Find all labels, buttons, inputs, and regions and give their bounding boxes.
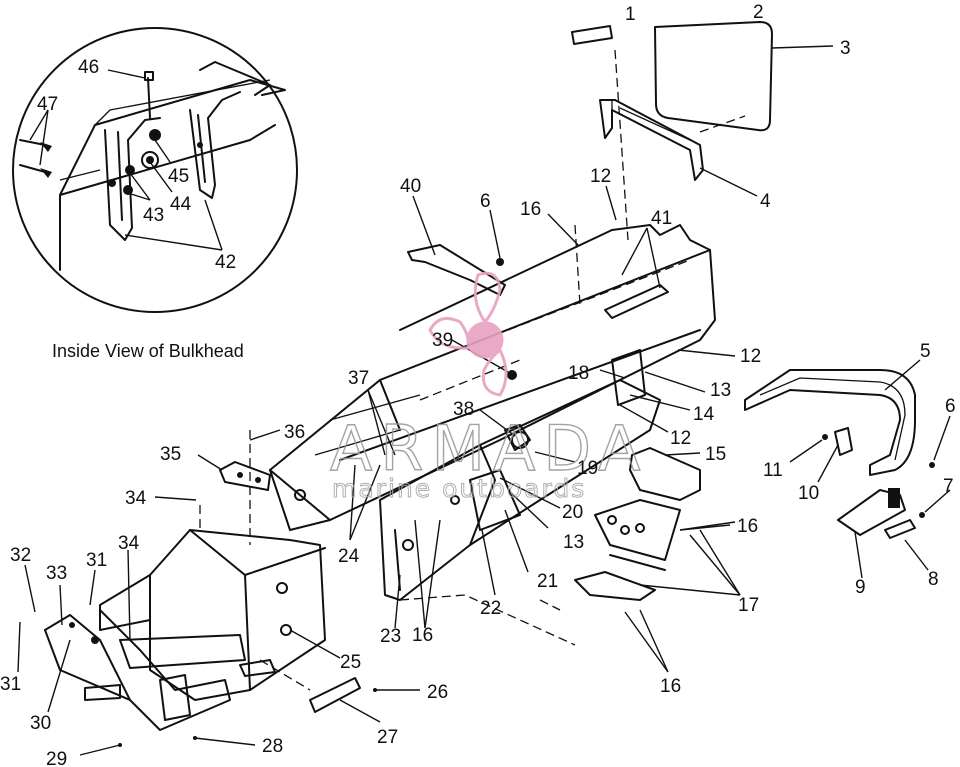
part-label-29: 29	[46, 749, 67, 767]
armada-logo-propeller-icon	[428, 271, 508, 397]
part-label-14: 14	[693, 404, 715, 425]
bracket-assembly-17	[574, 447, 741, 601]
part-label-35: 35	[160, 444, 181, 465]
part-label-16-top: 16	[520, 199, 541, 220]
part-label-10: 10	[798, 483, 819, 504]
part-label-17: 17	[738, 595, 759, 616]
part-label-34-left: 34	[125, 488, 147, 509]
bulkhead-inset	[12, 27, 298, 313]
part-label-16-bottom: 16	[660, 676, 681, 697]
part-label-19: 19	[577, 458, 598, 479]
part-label-40: 40	[400, 176, 421, 197]
part-label-6-right: 6	[945, 396, 956, 417]
part-label-36: 36	[284, 422, 305, 443]
part-label-26: 26	[427, 682, 448, 703]
part-label-47: 47	[37, 94, 58, 115]
part-label-12-top: 12	[590, 166, 611, 187]
handle-5	[744, 359, 921, 476]
part-label-13-mid: 13	[563, 532, 584, 553]
inset-caption: Inside View of Bulkhead	[52, 341, 244, 361]
part-label-44: 44	[170, 194, 192, 215]
part-label-27: 27	[377, 727, 398, 748]
part-label-24: 24	[338, 546, 360, 567]
part-label-43: 43	[143, 205, 164, 226]
part-label-16-right: 16	[737, 516, 758, 537]
part-label-33: 33	[46, 563, 67, 584]
part-label-18: 18	[568, 363, 589, 384]
part-label-4: 4	[760, 191, 771, 212]
watermark-brand: ARMADA	[330, 412, 648, 485]
part-label-21: 21	[537, 571, 558, 592]
part-label-46: 46	[78, 57, 99, 78]
part-label-38: 38	[453, 399, 474, 420]
part-label-25: 25	[340, 652, 361, 673]
seat-pan-assembly	[17, 429, 420, 756]
part-label-1: 1	[625, 4, 636, 25]
part-label-23: 23	[380, 626, 401, 647]
part-label-20: 20	[562, 502, 583, 523]
watermark-tagline: marine outboards	[332, 474, 586, 503]
part-label-2: 2	[753, 2, 764, 23]
part-label-11: 11	[763, 460, 783, 481]
part-label-12-mid: 12	[670, 428, 691, 449]
part-label-13-right: 13	[710, 380, 731, 401]
part-label-45: 45	[168, 166, 189, 187]
part-label-7: 7	[943, 476, 954, 497]
part-label-31-left: 31	[0, 674, 21, 695]
part-label-16-bottom-left: 16	[412, 625, 433, 646]
part-label-37: 37	[348, 368, 369, 389]
strap-9	[837, 488, 929, 579]
part-label-32: 32	[10, 545, 31, 566]
armada-watermark: ARMADA marine outboards	[329, 271, 648, 504]
part-label-6-top: 6	[480, 191, 491, 212]
part-label-42: 42	[215, 252, 236, 273]
part-label-41: 41	[651, 208, 672, 229]
bracket-40	[407, 244, 506, 296]
part-label-15: 15	[705, 444, 726, 465]
top-plate-assembly	[571, 21, 834, 241]
part-label-30: 30	[30, 713, 51, 734]
part-label-39: 39	[432, 330, 453, 351]
part-label-8: 8	[928, 569, 939, 590]
part-label-5: 5	[920, 341, 931, 362]
part-label-34-mid: 34	[118, 533, 140, 554]
part-label-3: 3	[840, 38, 851, 59]
part-label-31-top: 31	[86, 550, 107, 571]
part-label-12-right: 12	[740, 346, 761, 367]
part-label-22: 22	[480, 598, 501, 619]
part-label-28: 28	[262, 736, 283, 757]
part-label-9: 9	[855, 577, 866, 598]
